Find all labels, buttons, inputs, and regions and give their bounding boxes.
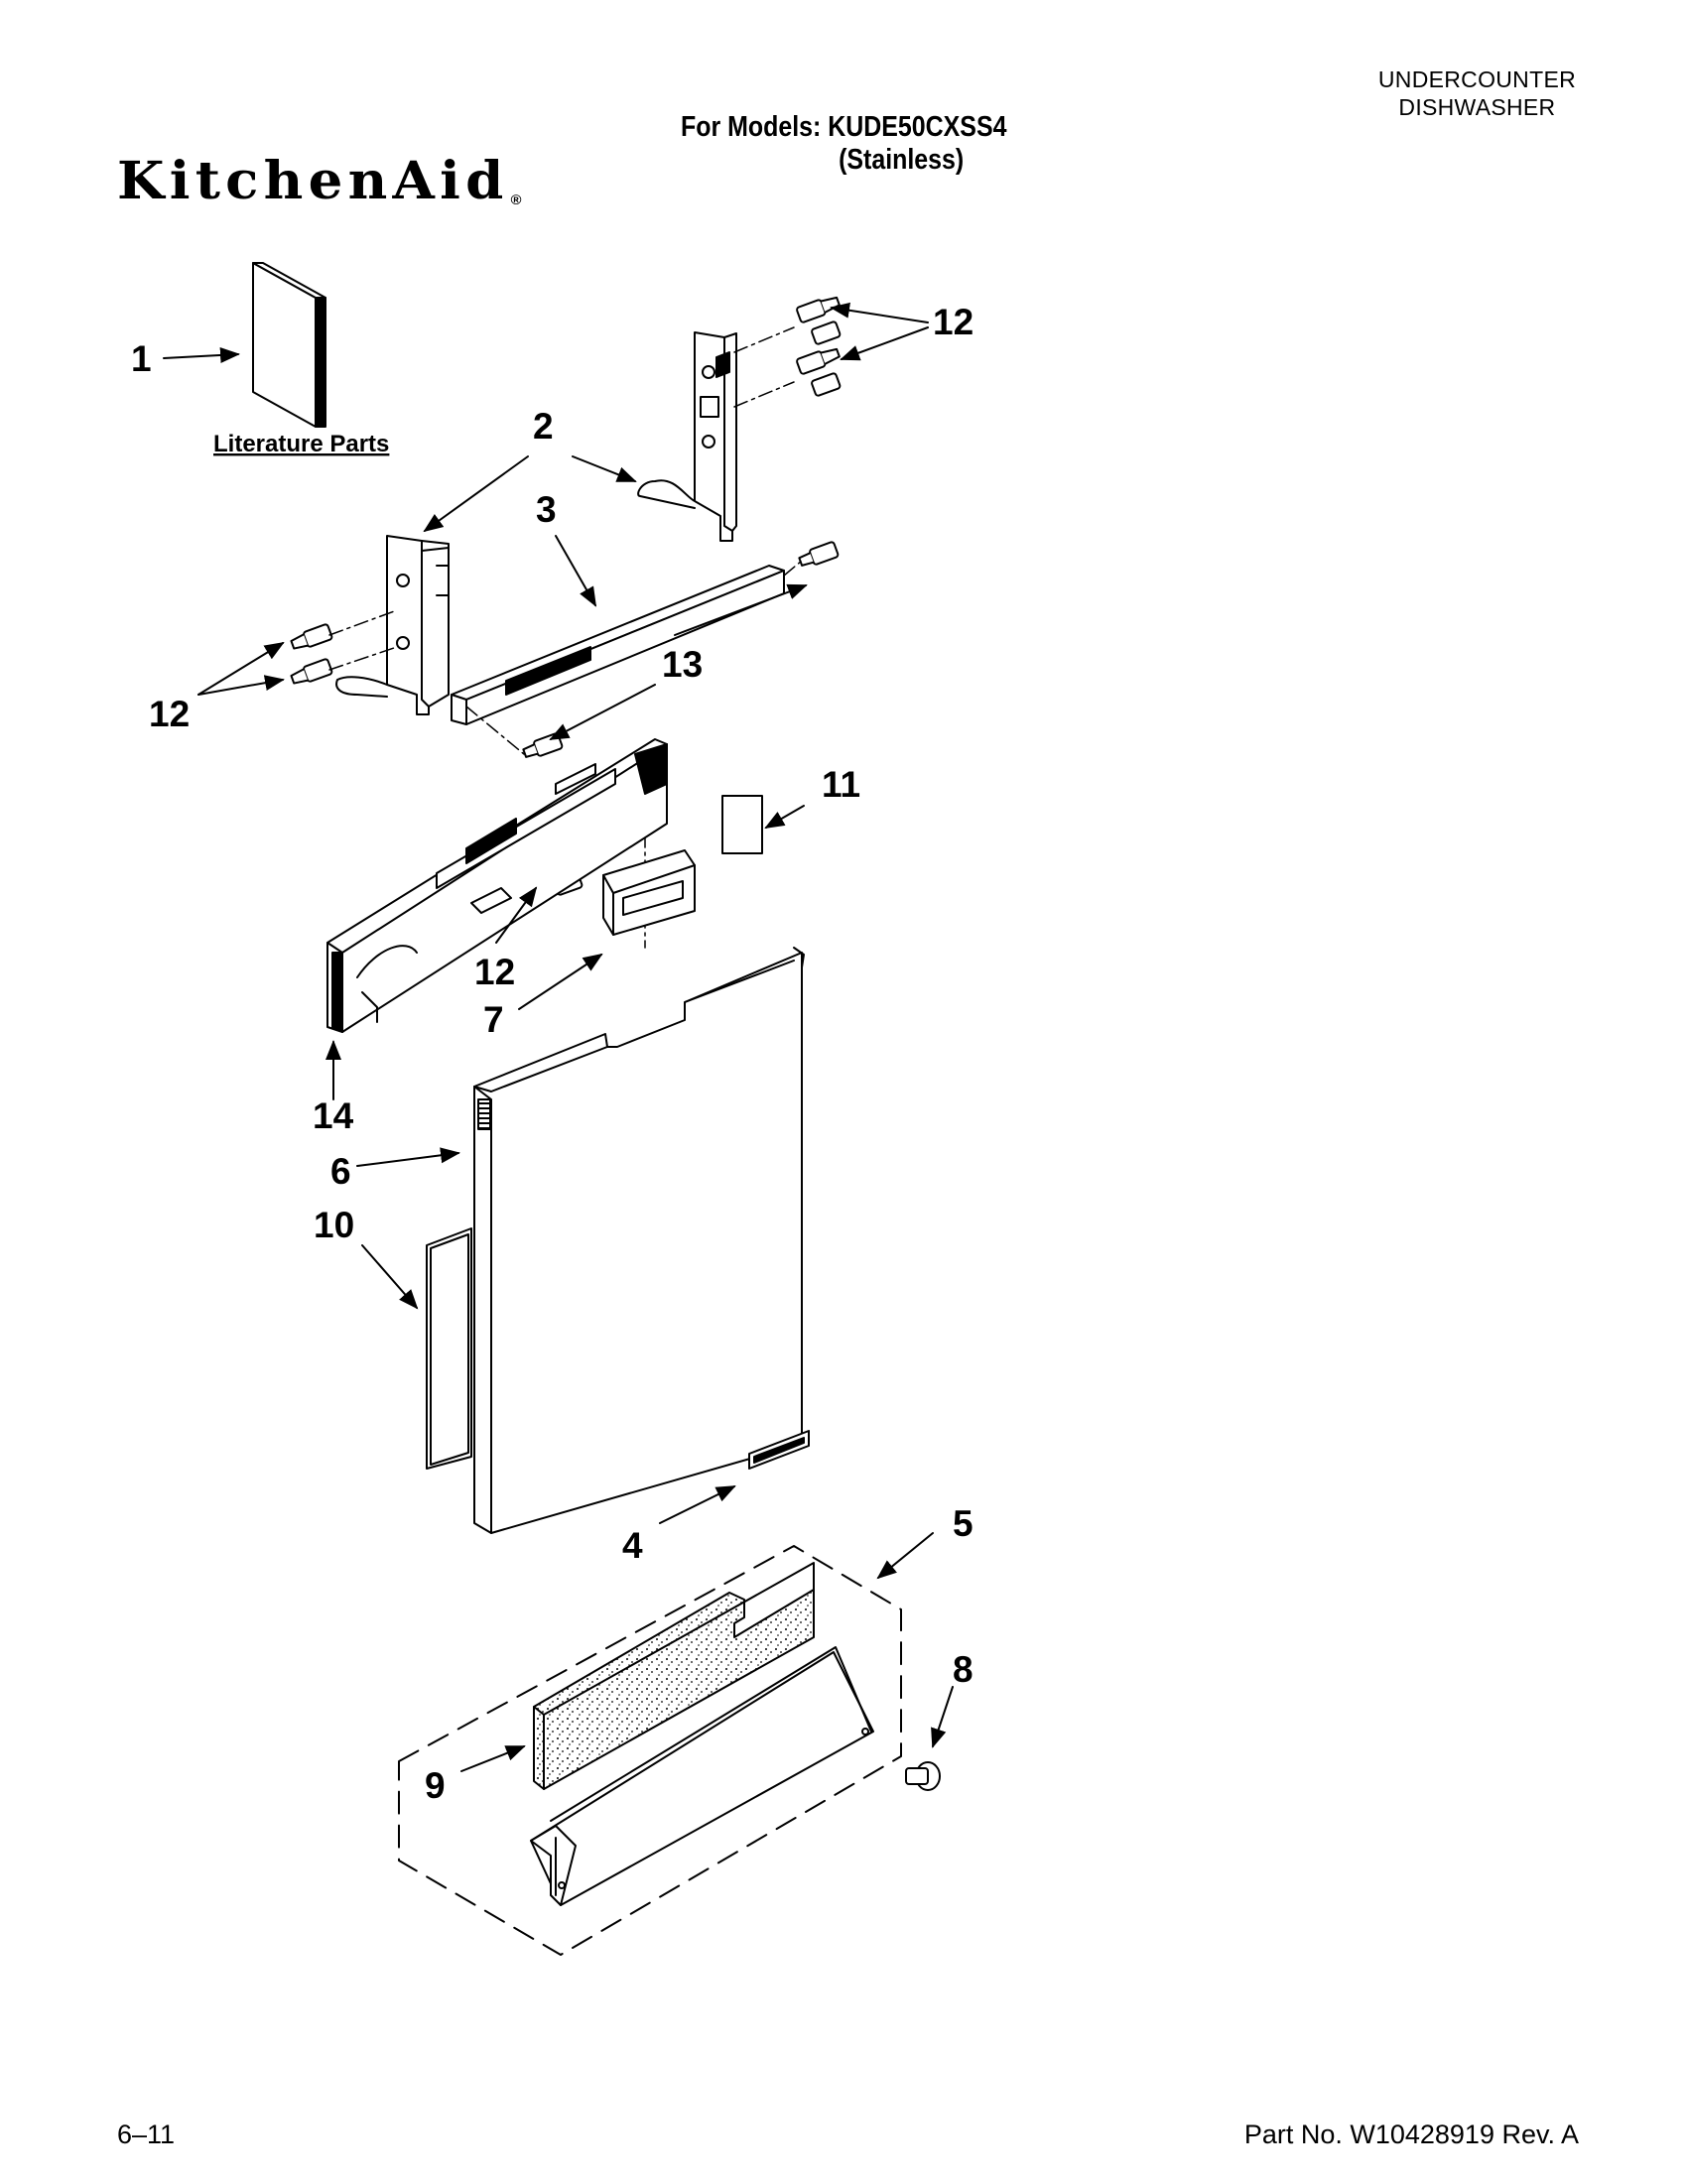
callout-8: 8 [953, 1649, 974, 1690]
models-line: For Models: KUDE50CXSS4 [681, 111, 1007, 143]
model-variant: (Stainless) [839, 144, 965, 176]
literature-booklet [252, 262, 326, 428]
callout-13: 13 [662, 644, 703, 685]
part-number: Part No. W10428919 Rev. A [1243, 2120, 1579, 2149]
hinge-bracket-lower [335, 535, 450, 715]
callout-5: 5 [953, 1503, 974, 1544]
callout-12-middle: 12 [474, 952, 515, 992]
callout-10: 10 [314, 1205, 354, 1245]
control-housing-assembly [326, 738, 668, 1033]
callout-7: 7 [483, 999, 504, 1040]
model-info: For Models: KUDE50CXSS4 (Stainless) [681, 111, 1006, 177]
category-line-1: UNDERCOUNTER [1377, 66, 1576, 92]
door-gasket [426, 1227, 472, 1470]
callout-11: 11 [822, 764, 860, 805]
brand-logo: KitchenAid® [117, 151, 522, 211]
outer-door-panel [473, 947, 805, 1534]
toe-panel-insulation [533, 1562, 815, 1790]
appliance-category: UNDERCOUNTER DISHWASHER [1378, 65, 1576, 121]
category-line-2: DISHWASHER [1398, 94, 1556, 120]
callout-12-left: 12 [149, 694, 190, 734]
brand-name: KitchenAid [117, 151, 509, 211]
control-trim-strip [451, 565, 785, 725]
insulation-pad [721, 795, 763, 854]
literature-parts-label: Literature Parts [213, 431, 389, 457]
callout-6: 6 [330, 1151, 351, 1192]
nameplate-badge [748, 1430, 810, 1470]
callout-4: 4 [622, 1525, 643, 1566]
callout-2: 2 [533, 406, 554, 447]
door-handle [602, 849, 696, 936]
registered-mark: ® [510, 192, 522, 207]
callout-1: 1 [131, 338, 152, 379]
hinge-bracket-upper [637, 331, 737, 542]
screws [290, 296, 941, 1791]
callout-3: 3 [536, 489, 557, 530]
toe-panel [530, 1646, 874, 1906]
page-number: 6–11 [117, 2120, 176, 2149]
callout-14: 14 [313, 1095, 354, 1136]
callout-12-top: 12 [933, 302, 974, 342]
toe-panel-kit-outline [398, 1545, 902, 1956]
callout-9: 9 [425, 1765, 446, 1806]
